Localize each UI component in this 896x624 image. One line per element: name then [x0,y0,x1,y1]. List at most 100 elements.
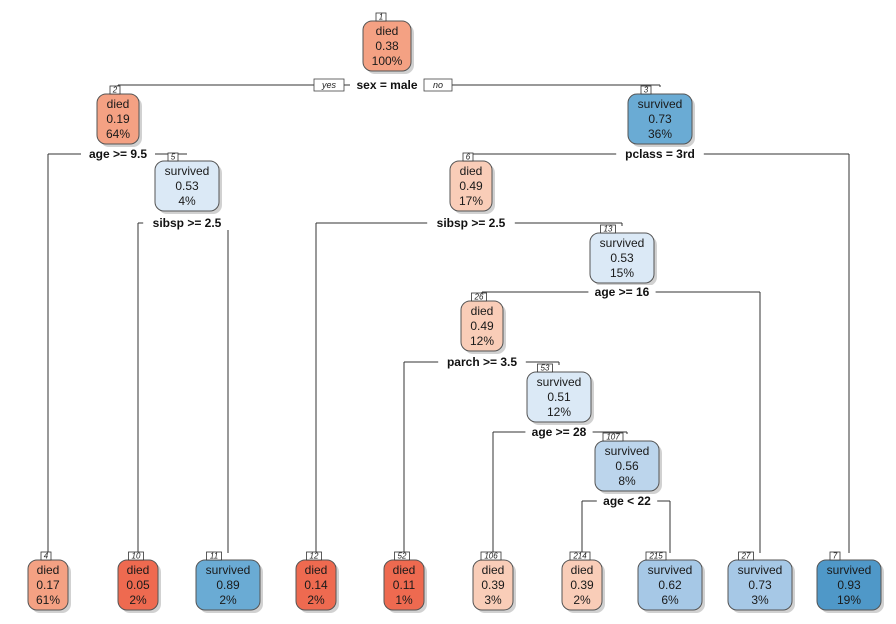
node-prob: 0.38 [375,39,399,53]
node-prob: 0.53 [175,179,199,193]
node-box [627,93,693,145]
node-box [589,232,655,284]
node-id-box [829,551,841,561]
node-id: 13 [604,225,613,234]
node-id-box [471,292,487,302]
node-prob: 0.39 [570,578,594,592]
node-id-box [462,152,474,162]
node-prob: 0.51 [547,390,571,404]
node-pct: 8% [618,474,636,488]
node-class: survived [648,563,693,577]
node-id-box [569,551,591,561]
node-pct: 3% [484,593,502,607]
split-label: sibsp >= 2.5 [153,216,222,230]
node-box [816,559,882,611]
node-pct: 19% [837,593,861,607]
node-id: 26 [474,293,484,302]
split-label: age >= 9.5 [89,147,147,161]
node-id: 10 [132,552,141,561]
node-class: survived [827,563,872,577]
node-box [526,371,592,423]
node-pct: 2% [129,593,147,607]
node-prob: 0.39 [481,578,505,592]
node-class: survived [738,563,783,577]
node-pct: 100% [372,54,403,68]
split-label: age >= 16 [595,285,650,299]
node-class: survived [605,444,650,458]
split-label: sibsp >= 2.5 [437,216,506,230]
node-box [195,559,261,611]
node-prob: 0.49 [459,179,483,193]
split-label-bg [588,285,656,299]
no-tag-box [423,78,453,92]
node-id: 12 [310,552,319,561]
split-label-bg [427,216,515,230]
node-pct: 2% [307,593,325,607]
node-box [594,440,660,492]
node-id: 7 [833,552,838,561]
node-id: 5 [171,153,176,162]
tree-nodes: died0.38100%1died0.1964%2survived0.7336%… [27,13,884,613]
node-class: died [482,563,505,577]
node-pct: 17% [459,194,483,208]
node-pct: 64% [106,127,130,141]
node-id-box [40,551,52,561]
node-prob: 0.11 [393,578,416,592]
node-prob: 0.73 [648,112,672,126]
node-pct: 6% [661,593,679,607]
node-prob: 0.49 [470,319,494,333]
node-id-box [600,224,616,234]
node-id-box [480,551,502,561]
node-id-box [738,551,754,561]
node-id: 52 [398,552,407,561]
node-prob: 0.56 [615,459,639,473]
node-class: died [305,563,328,577]
node-pct: 61% [36,593,60,607]
node-box [154,160,220,212]
node-class: died [460,164,483,178]
node-class: survived [600,236,645,250]
node-prob: 0.17 [36,578,60,592]
node-box [727,559,793,611]
node-id-box [394,551,410,561]
node-class: died [471,304,494,318]
node-pct: 12% [547,405,571,419]
node-pct: 2% [573,593,591,607]
node-pct: 1% [395,593,413,607]
node-class: died [107,97,130,111]
split-label: parch >= 3.5 [447,355,517,369]
node-prob: 0.62 [658,578,682,592]
node-id-box [640,85,652,95]
node-id-box [167,152,179,162]
node-class: survived [165,164,210,178]
node-class: died [376,24,399,38]
node-class: survived [537,375,582,389]
node-class: died [571,563,594,577]
node-pct: 15% [610,266,634,280]
node-class: survived [638,97,683,111]
node-pct: 4% [178,194,196,208]
split-label-bg [143,216,231,230]
node-box [362,20,412,72]
node-prob: 0.73 [748,578,772,592]
split-label-bg [438,355,526,369]
node-prob: 0.05 [126,578,150,592]
node-id: 107 [606,433,620,442]
node-id: 3 [644,86,649,95]
node-id-box [109,85,121,95]
split-label-bg [596,494,658,508]
